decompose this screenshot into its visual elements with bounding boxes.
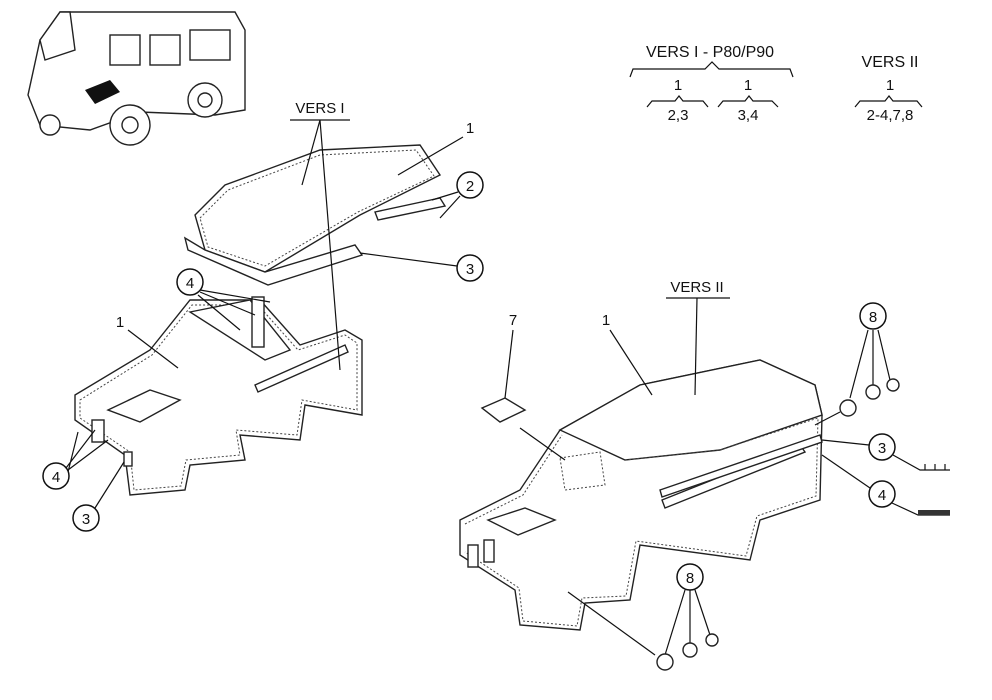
legend-vers2-top: 1 [886, 77, 894, 94]
callout-1c: 1 [602, 312, 610, 329]
callout-2: 2 [466, 178, 474, 195]
legend-a-bottom: 2,3 [668, 107, 689, 124]
vers2-label: VERS II [666, 279, 730, 396]
callout-4c: 4 [878, 487, 886, 504]
callout-7: 7 [509, 312, 517, 329]
vehicle-thumbnail [27, 11, 246, 146]
callout-4b: 4 [52, 469, 60, 486]
callout-1: 1 [466, 120, 474, 137]
callout-8b: 8 [686, 570, 694, 587]
callout-3b: 3 [82, 511, 90, 528]
callout-3c: 3 [878, 440, 886, 457]
vers2-label-text: VERS II [670, 279, 723, 296]
legend-b-top: 1 [744, 77, 752, 94]
legend-vers2-title: VERS II [862, 54, 919, 71]
vers2-console [459, 359, 823, 631]
vers1-lid [183, 144, 447, 286]
callout-8: 8 [869, 309, 877, 326]
console-highlight [85, 80, 120, 104]
callout-4: 4 [186, 275, 194, 292]
callout-3: 3 [466, 261, 474, 278]
legend-b-bottom: 3,4 [738, 107, 759, 124]
vers2-callouts: 7 1 8 3 4 8 [504, 302, 950, 671]
vers1-label: VERS I [290, 100, 350, 371]
version-legend: VERS I - P80/P90 1 2,3 1 3,4 VERS II 1 2… [629, 44, 923, 124]
vers1-callouts: 1 2 3 4 1 4 3 [42, 120, 484, 532]
part-7-panel [480, 397, 527, 423]
legend-vers2-bottom: 2-4,7,8 [867, 107, 914, 124]
legend-a-top: 1 [674, 77, 682, 94]
legend-vers1-title: VERS I - P80/P90 [646, 44, 774, 61]
callout-1b: 1 [116, 314, 124, 331]
vers1-label-text: VERS I [295, 100, 344, 117]
